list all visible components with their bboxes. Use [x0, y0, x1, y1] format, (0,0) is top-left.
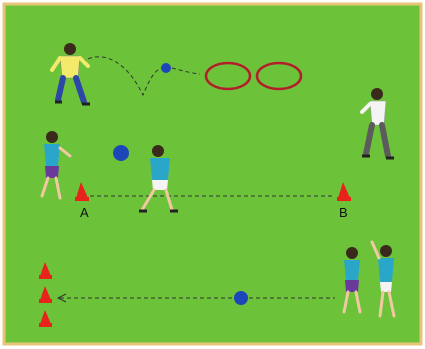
- ball-icon: [234, 291, 248, 305]
- pitch-area: [4, 4, 421, 344]
- cone-label-a: A: [80, 205, 89, 220]
- cone-label-b: B: [339, 205, 348, 220]
- ball-icon: [113, 145, 129, 161]
- ball-icon: [161, 63, 171, 73]
